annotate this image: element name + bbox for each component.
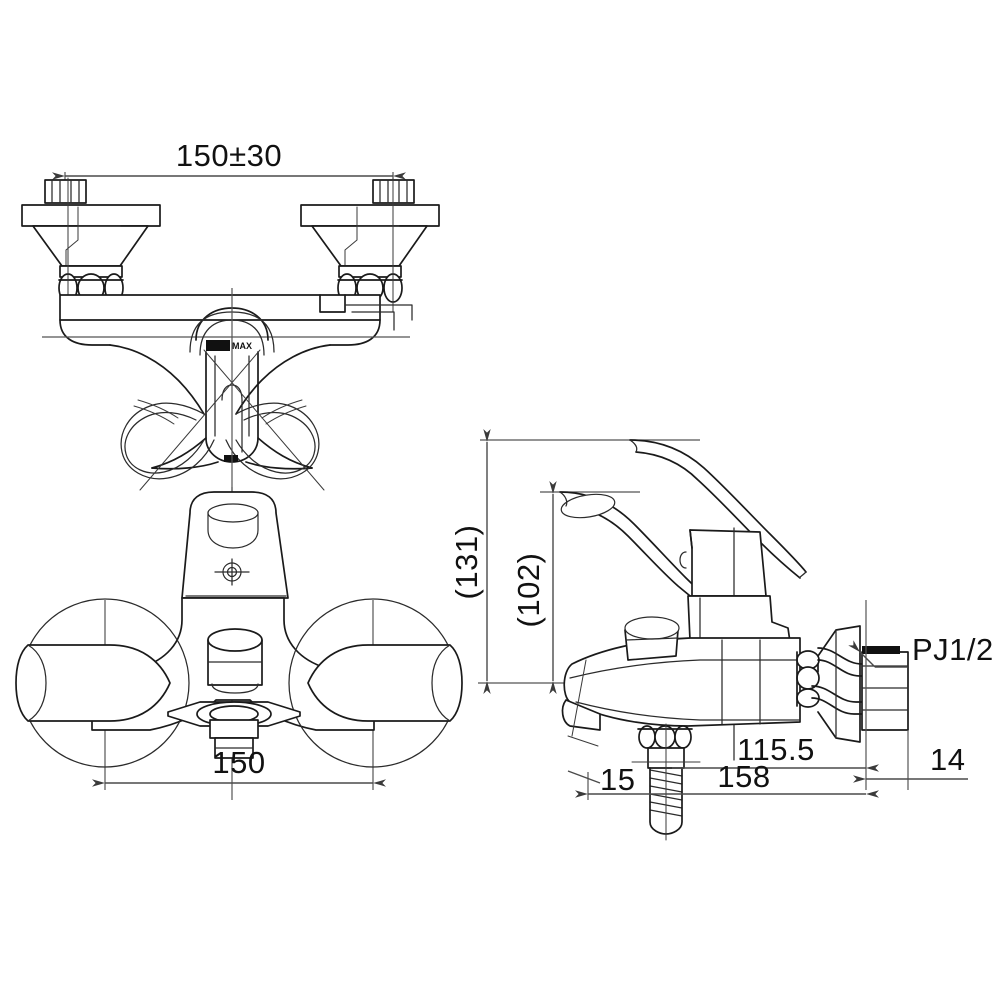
front-view-indicator-icon <box>214 558 250 586</box>
dimension-side-spout-reach: 115.5 <box>672 732 879 772</box>
front-view: 150 <box>15 487 463 800</box>
dimension-label-131: (131) <box>449 525 484 600</box>
dimension-label-15: 15 <box>600 762 635 797</box>
side-view-spout-lip <box>561 659 601 747</box>
dimension-side-shower-outlet-offset: 15 <box>567 762 635 797</box>
dimension-label-150: 150 <box>212 745 265 780</box>
dimension-top-center-spacing: 150±30 <box>52 138 406 200</box>
thread-end-block <box>862 646 900 654</box>
top-view-right-handle-arc <box>225 399 320 480</box>
side-view: (131) (102) <box>449 429 994 841</box>
side-view-spout-body <box>563 637 801 727</box>
callout-thread-pj12: PJ1/2 <box>848 632 994 668</box>
dimension-label-14: 14 <box>930 742 965 777</box>
callout-label-pj12: PJ1/2 <box>912 632 994 667</box>
dimension-label-102: (102) <box>511 553 546 628</box>
front-view-shower-outlet <box>167 701 301 759</box>
side-view-lever-raised <box>629 439 807 579</box>
top-view-left-handle-arc <box>120 399 215 480</box>
top-view: 150±30 <box>21 138 440 500</box>
side-view-shower-outlet-thread <box>631 723 701 841</box>
front-view-right-handle <box>288 598 463 768</box>
front-view-lever-housing <box>181 491 289 599</box>
top-view-body: MAX <box>42 288 413 500</box>
dimension-label-158: 158 <box>717 759 770 794</box>
side-view-diverter-knob <box>624 616 680 661</box>
dimension-side-total-height: (131) <box>449 429 491 694</box>
dimension-label-150-30: 150±30 <box>176 138 282 173</box>
body-marking-block <box>206 340 230 351</box>
dimension-front-center-spacing: 150 <box>92 745 386 787</box>
body-marking-label: MAX <box>232 341 252 351</box>
dimension-label-115-5: 115.5 <box>737 732 815 767</box>
dimension-side-total-reach: 158 <box>575 759 879 800</box>
dimension-side-spout-height: (102) <box>511 481 557 694</box>
dimension-side-wall-offset: 14 <box>853 730 968 790</box>
handle-index-mark <box>224 455 238 462</box>
front-view-left-handle <box>15 598 190 768</box>
